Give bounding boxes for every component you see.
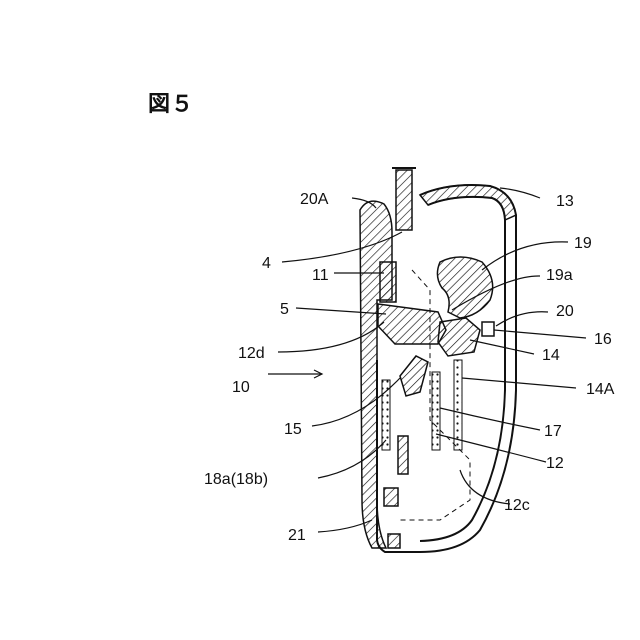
label-13: 13 <box>556 193 574 210</box>
plate-5 <box>378 304 446 344</box>
label-14: 14 <box>542 347 560 364</box>
lever-15 <box>400 356 428 396</box>
spring-18a <box>382 380 390 450</box>
block-21 <box>384 488 398 506</box>
block-12c <box>398 436 408 474</box>
label-19a: 19a <box>546 267 573 284</box>
label-4: 4 <box>262 255 271 272</box>
label-12c: 12c <box>504 497 530 514</box>
label-17: 17 <box>544 423 562 440</box>
label-18a: 18a(18b) <box>204 471 268 488</box>
label-20A: 20A <box>300 191 329 208</box>
block-11 <box>380 262 396 302</box>
spring-17 <box>432 372 440 450</box>
label-10: 10 <box>232 379 250 396</box>
leader-lines <box>268 188 586 532</box>
cam-19 <box>437 257 492 318</box>
stop-16 <box>482 322 494 336</box>
block-bottom <box>388 534 400 548</box>
spring-14A <box>454 360 462 450</box>
label-21: 21 <box>288 527 306 544</box>
label-11: 11 <box>312 267 329 284</box>
label-20: 20 <box>556 303 574 320</box>
label-12d: 12d <box>238 345 265 362</box>
label-16: 16 <box>594 331 612 348</box>
shell-13 <box>420 185 516 220</box>
label-12: 12 <box>546 455 564 472</box>
slider-14 <box>438 318 480 356</box>
pin-4 <box>392 168 416 230</box>
label-14A: 14A <box>586 381 615 398</box>
label-15: 15 <box>284 421 302 438</box>
label-5: 5 <box>280 301 289 318</box>
label-19: 19 <box>574 235 592 252</box>
